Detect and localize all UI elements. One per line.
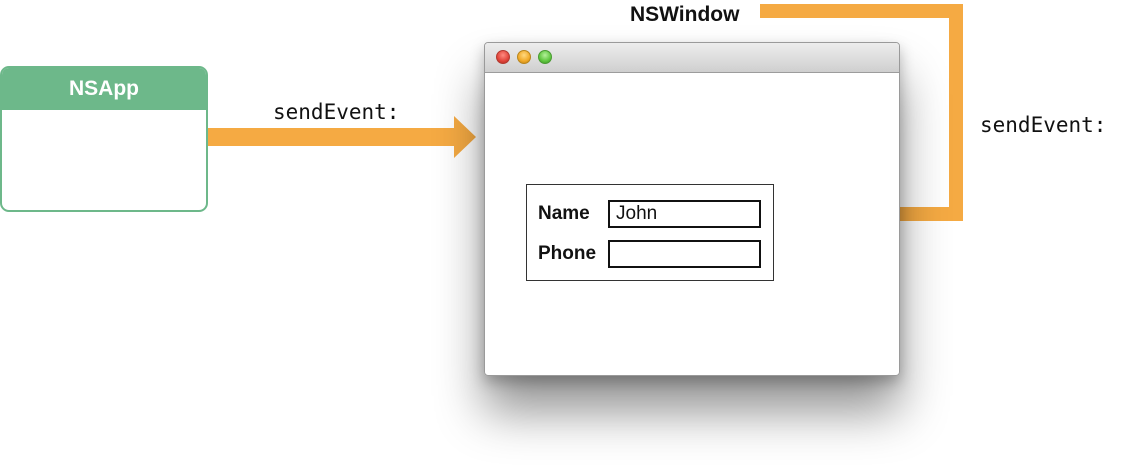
send-event-label-window: sendEvent:	[980, 113, 1107, 137]
phone-label: Phone	[538, 243, 597, 264]
nsapp-title: NSApp	[2, 68, 206, 110]
close-icon[interactable]	[496, 50, 510, 64]
app-window	[484, 42, 900, 376]
send-event-label-app: sendEvent:	[273, 100, 400, 124]
minimize-icon[interactable]	[517, 50, 531, 64]
name-field[interactable]: John	[608, 200, 761, 228]
nsapp-box: NSApp	[0, 66, 208, 212]
name-label: Name	[538, 203, 590, 224]
window-titlebar[interactable]	[485, 43, 899, 73]
nswindow-label: NSWindow	[630, 3, 740, 26]
phone-field[interactable]	[608, 240, 761, 268]
arrow-app-to-window	[205, 104, 485, 170]
zoom-icon[interactable]	[538, 50, 552, 64]
